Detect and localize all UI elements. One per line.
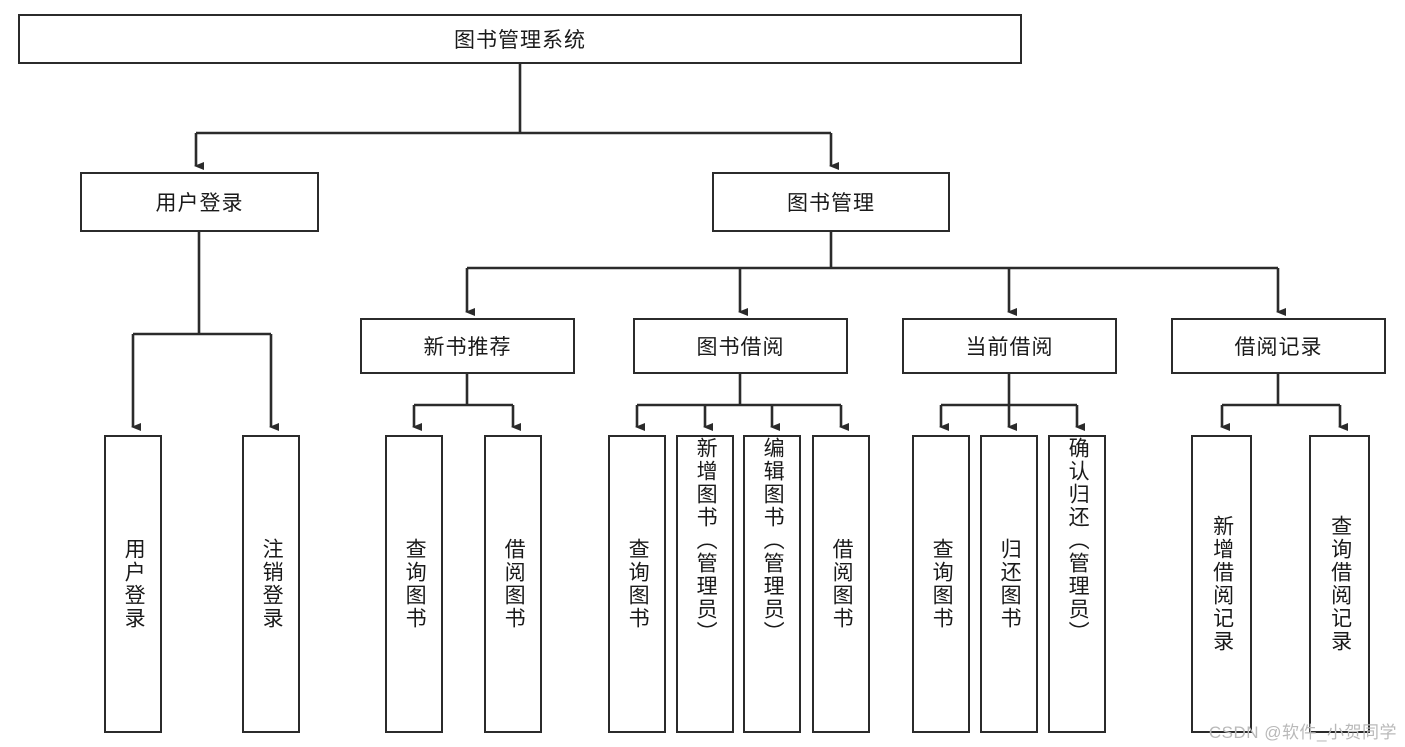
leaf-book-borrow-query-book[interactable]: 查询图书 bbox=[608, 435, 666, 733]
node-label: 图书管理 bbox=[787, 192, 875, 215]
leaf-book-borrow-borrow-book[interactable]: 借阅图书 bbox=[812, 435, 870, 733]
leaf-new-book-query-book[interactable]: 查询图书 bbox=[385, 435, 443, 733]
leaf-user-login-logout[interactable]: 注销登录 bbox=[242, 435, 300, 733]
node-label: 图书管理系统 bbox=[454, 29, 586, 52]
node-label: 借阅图书 bbox=[830, 538, 854, 630]
node-label: 查询借阅记录 bbox=[1328, 515, 1352, 653]
leaf-current-borrow-query-book[interactable]: 查询图书 bbox=[912, 435, 970, 733]
leaf-current-borrow-confirm-return-admin[interactable]: 确认归还（管理员） bbox=[1048, 435, 1106, 733]
node-label: 借阅图书 bbox=[502, 538, 526, 630]
node-label: 借阅记录 bbox=[1234, 336, 1323, 359]
node-root-book-management-system[interactable]: 图书管理系统 bbox=[18, 14, 1022, 64]
node-label: 用户登录 bbox=[155, 192, 244, 215]
node-label: 查询图书 bbox=[626, 538, 650, 630]
node-label: 新增图书（管理员） bbox=[694, 437, 718, 644]
node-label: 查询图书 bbox=[930, 538, 954, 630]
node-label: 新增借阅记录 bbox=[1210, 515, 1234, 653]
leaf-book-borrow-add-book-admin[interactable]: 新增图书（管理员） bbox=[676, 435, 734, 733]
node-book-borrow[interactable]: 图书借阅 bbox=[633, 318, 848, 374]
node-label: 查询图书 bbox=[403, 538, 427, 630]
leaf-current-borrow-return-book[interactable]: 归还图书 bbox=[980, 435, 1038, 733]
node-label: 新书推荐 bbox=[423, 336, 512, 359]
node-label: 确认归还（管理员） bbox=[1066, 437, 1090, 644]
node-label: 归还图书 bbox=[998, 538, 1022, 630]
node-book-management[interactable]: 图书管理 bbox=[712, 172, 950, 232]
node-label: 当前借阅 bbox=[965, 336, 1054, 359]
leaf-book-borrow-edit-book-admin[interactable]: 编辑图书（管理员） bbox=[743, 435, 801, 733]
node-label: 图书借阅 bbox=[696, 336, 785, 359]
node-current-borrow[interactable]: 当前借阅 bbox=[902, 318, 1117, 374]
node-label: 编辑图书（管理员） bbox=[761, 437, 785, 644]
node-borrow-record[interactable]: 借阅记录 bbox=[1171, 318, 1386, 374]
node-label: 用户登录 bbox=[122, 538, 146, 630]
leaf-borrow-record-query-record[interactable]: 查询借阅记录 bbox=[1309, 435, 1370, 733]
node-user-login[interactable]: 用户登录 bbox=[80, 172, 319, 232]
leaf-user-login-login[interactable]: 用户登录 bbox=[104, 435, 162, 733]
watermark-text: CSDN @软件_小贺同学 bbox=[1208, 723, 1397, 742]
leaf-new-book-borrow-book[interactable]: 借阅图书 bbox=[484, 435, 542, 733]
leaf-borrow-record-add-record[interactable]: 新增借阅记录 bbox=[1191, 435, 1252, 733]
node-new-book-recommend[interactable]: 新书推荐 bbox=[360, 318, 575, 374]
node-label: 注销登录 bbox=[260, 538, 284, 630]
